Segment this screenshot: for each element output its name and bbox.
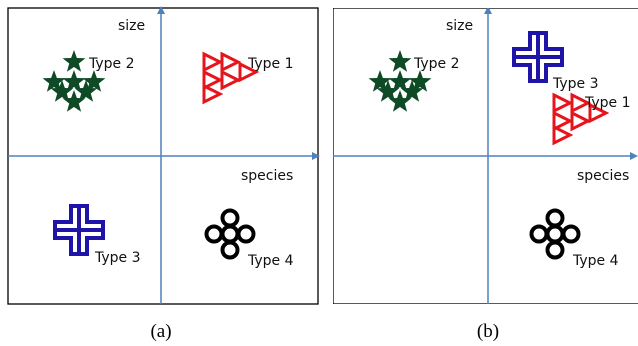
star-icon	[62, 90, 86, 112]
triangle-cluster-icon	[552, 92, 610, 146]
panel-a-group-label: Type 4	[247, 253, 294, 269]
ring-icon	[545, 240, 565, 260]
triangle-icon	[588, 102, 610, 124]
star-icon	[400, 80, 424, 102]
triangle-icon	[220, 51, 242, 73]
triangle-icon	[552, 124, 574, 146]
ring-icon	[561, 224, 581, 244]
triangle-icon	[238, 61, 260, 83]
triangle-icon	[202, 51, 224, 73]
star-icon	[388, 90, 412, 112]
triangle-icon	[202, 69, 224, 91]
panel-b-species-label: species	[577, 168, 629, 184]
star-icon	[408, 70, 432, 92]
panel-b-size-label: size	[446, 18, 473, 34]
star-icon	[42, 70, 66, 92]
panel-b-group-label: Type 4	[572, 253, 619, 269]
triangle-icon	[220, 69, 242, 91]
panel-b-group-label: Type 1	[584, 95, 631, 111]
star-icon	[74, 80, 98, 102]
star-icon	[388, 70, 412, 92]
panel-a-size-label: size	[118, 18, 145, 34]
star-icon	[62, 50, 86, 72]
panel-a-group-label: Type 2	[88, 56, 135, 72]
ring-cluster-icon	[529, 208, 581, 260]
star-icon	[62, 70, 86, 92]
triangle-cluster-icon	[202, 51, 260, 105]
panel-a: size species Type 2 Type 1 Type 3 Type 4	[7, 6, 320, 305]
triangle-icon	[202, 83, 224, 105]
star-icon	[388, 50, 412, 72]
triangle-icon	[552, 110, 574, 132]
panel-a-species-label: species	[241, 168, 293, 184]
star-icon	[376, 80, 400, 102]
panel-b-group-label: Type 2	[413, 56, 460, 72]
triangle-icon	[552, 92, 574, 114]
cross-outline-icon	[53, 204, 105, 256]
ring-icon	[236, 224, 256, 244]
panel-a-group-label: Type 3	[94, 250, 141, 266]
cross-shape	[53, 204, 105, 256]
caption-a: (a)	[150, 321, 171, 342]
panel-a-group-label: Type 1	[247, 56, 294, 72]
panel-b-group-label: Type 3	[552, 76, 599, 92]
star-cluster-icon	[42, 50, 106, 112]
star-cluster-icon	[368, 50, 432, 112]
star-icon	[368, 70, 392, 92]
caption-b: (b)	[477, 321, 499, 342]
cross-shape	[512, 31, 564, 83]
triangle-icon	[570, 110, 592, 132]
star-icon	[50, 80, 74, 102]
panel-b: size species Type 2 Type 3 Type 1 Type 4	[333, 8, 638, 304]
cross-outline-icon	[512, 31, 564, 83]
triangle-icon	[570, 92, 592, 114]
star-icon	[82, 70, 106, 92]
ring-cluster-icon	[204, 208, 256, 260]
ring-icon	[220, 240, 240, 260]
